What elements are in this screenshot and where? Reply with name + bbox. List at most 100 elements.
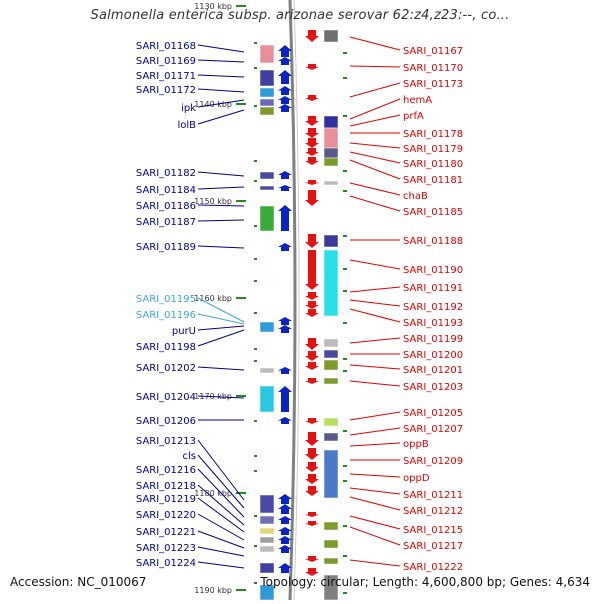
position-dot [254,515,257,517]
position-dot [343,268,347,270]
gene-label-right: SARI_01199 [403,334,463,345]
gene-leader-line [197,297,245,323]
gene-leader-line [197,484,245,526]
gene-leader-line [349,82,401,98]
gene-arrow-forward [305,157,319,165]
gene-leader-line [349,411,401,421]
gene-leader-line [197,439,245,501]
position-dot [254,67,257,69]
kbp-label: 1180 kbp [194,489,232,498]
gene-label-right: SARI_01201 [403,365,463,376]
gene-label-left: SARI_01198 [136,342,196,353]
gene-leader-line [197,88,245,93]
genome-stats-label: Topology: circular; Length: 4,600,800 bp… [260,575,590,589]
gene-leader-line [349,427,401,436]
gene-label-right: oppB [403,439,429,450]
gene-label-left: SARI_01187 [136,217,196,228]
gene-homology-block [259,44,275,64]
gene-leader-line [349,98,401,120]
gene-arrow-forward [305,64,319,70]
gene-label-right: SARI_01222 [403,562,463,573]
gene-label-left: SARI_01184 [136,185,196,196]
position-dot [343,370,347,372]
gene-arrow-forward [305,309,319,317]
gene-homology-block [259,321,275,333]
position-dot [254,160,257,162]
gene-leader-line [349,515,401,530]
gene-homology-block [323,557,339,565]
gene-label-left: SARI_01204 [136,392,196,403]
position-dot [254,180,257,182]
gene-label-right: SARI_01170 [403,63,463,74]
gene-homology-block [323,539,339,549]
gene-label-left: SARI_01186 [136,201,196,212]
gene-label-right: SARI_01191 [403,283,463,294]
gene-homology-block [323,432,339,442]
position-dot [343,290,347,292]
position-dot [254,42,257,44]
gene-leader-line [349,159,401,180]
position-dot [343,358,347,360]
gene-arrow-forward [305,432,319,446]
gene-arrow-forward [305,486,319,496]
position-dot [343,115,347,117]
position-dot [343,430,347,432]
gene-label-right: SARI_01167 [403,46,463,57]
gene-leader-line [349,442,401,447]
gene-arrow-forward [305,301,319,309]
position-dot [254,455,257,457]
gene-homology-block [259,545,275,553]
position-dot [343,235,347,237]
gene-homology-block [323,147,339,159]
gene-leader-line [349,364,401,370]
chromosome-backbone [288,0,297,601]
gene-arrow-reverse [278,386,292,412]
gene-leader-line [197,74,245,78]
gene-label-right: SARI_01217 [403,541,463,552]
gene-leader-line [197,329,245,347]
gene-homology-block [259,106,275,116]
position-dot [254,470,257,472]
gene-label-right: chaB [403,191,428,202]
gene-label-right: SARI_01180 [403,159,463,170]
position-dot [254,545,257,547]
position-dot [254,105,257,107]
position-dot [343,525,347,527]
position-dot [254,348,257,350]
gene-arrow-reverse [278,417,292,424]
position-dot [343,555,347,557]
gene-label-right: SARI_01205 [403,408,463,419]
gene-leader-line [197,468,245,518]
gene-leader-line [197,530,245,549]
gene-arrow-reverse [278,367,292,374]
gene-arrow-forward [305,418,319,424]
gene-label-left: SARI_01196 [136,310,196,321]
gene-homology-block [323,127,339,149]
gene-homology-block [323,29,339,43]
gene-label-left: purU [172,326,196,337]
gene-label-right: SARI_01211 [403,490,463,501]
gene-homology-block [323,180,339,186]
gene-arrow-forward [305,292,319,300]
gene-label-left: lolB [177,120,196,131]
gene-leader-line [349,195,401,212]
gene-label-left: SARI_01169 [136,56,196,67]
gene-leader-line [197,204,245,207]
position-dot [254,312,257,314]
gene-leader-line [349,182,401,196]
gene-arrow-forward [305,462,319,472]
gene-arrow-reverse [278,536,292,544]
organism-title: Salmonella enterica subsp. arizonae sero… [90,8,510,23]
gene-label-left: SARI_01202 [136,363,196,374]
gene-arrow-forward [305,362,319,370]
position-dot [254,360,257,362]
gene-label-right: SARI_01188 [403,236,463,247]
gene-arrow-reverse [278,325,292,333]
gene-homology-block [323,377,339,385]
gene-homology-block [259,367,275,374]
kbp-label: 1150 kbp [194,197,232,206]
position-dot [343,465,347,467]
gene-label-right: oppD [403,473,430,484]
gene-label-left: SARI_01168 [136,41,196,52]
